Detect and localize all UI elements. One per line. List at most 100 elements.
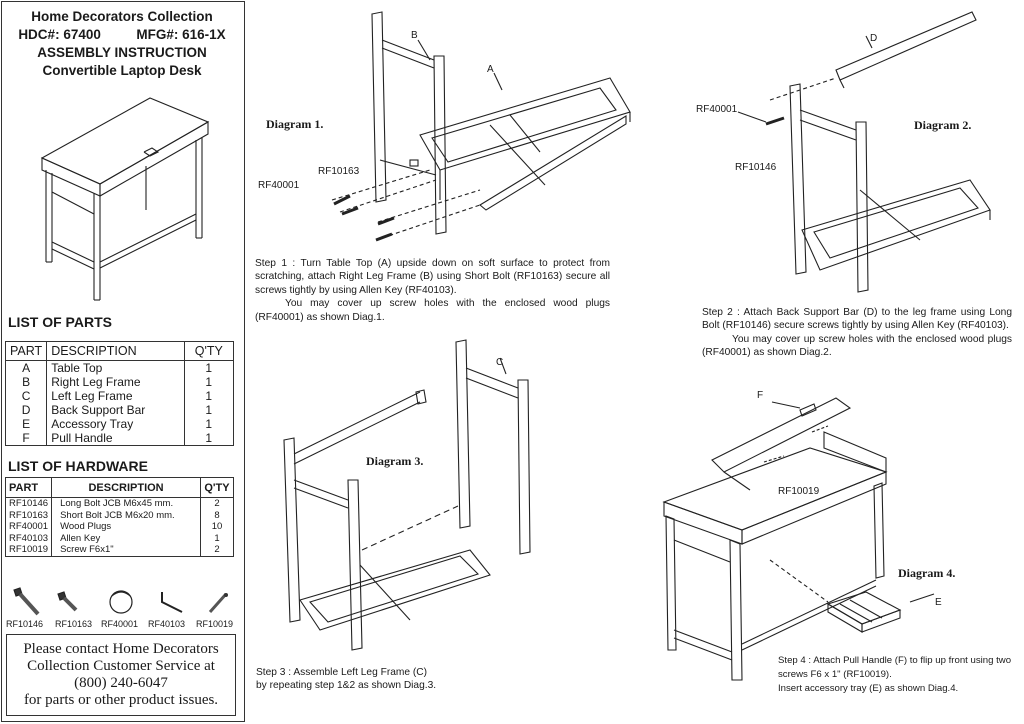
customer-service-box: Please contact Home Decorators Collectio… — [6, 634, 236, 716]
diagram-1-title: Diagram 1. — [266, 117, 324, 131]
part-desc: Accessory Tray — [51, 417, 134, 431]
step-1-text: Step 1 : Turn Table Top (A) upside down … — [255, 257, 610, 324]
part-code: A — [5, 360, 48, 375]
part-desc: Right Leg Frame — [51, 375, 141, 389]
col-description: DESCRIPTION — [51, 477, 201, 498]
hardware-table: PART DESCRIPTION Q'TY RF10146 Long Bolt J… — [5, 477, 234, 557]
model-numbers: HDC#: 67400 MFG#: 616-1X — [0, 26, 244, 44]
hw-qty: 1 — [200, 532, 234, 544]
hw-code: RF40001 — [5, 521, 53, 533]
part-desc: Table Top — [51, 361, 103, 375]
label-rf10146: RF10146 — [735, 162, 777, 173]
hardware-heading: LIST OF HARDWARE — [8, 458, 148, 474]
step-2-text: Step 2 : Attach Back Support Bar (D) to … — [702, 306, 1012, 360]
allen-key-icon — [161, 592, 183, 613]
contact-line: Please contact Home Decorators — [23, 641, 219, 657]
hw-desc: Short Bolt JCB M6x20 mm. — [60, 509, 175, 521]
mfg-number: MFG#: 616-1X — [136, 27, 226, 42]
hw-icon-label: RF40103 — [148, 619, 186, 629]
step-4-line1: Step 4 : Attach Pull Handle (F) to flip … — [778, 655, 1012, 666]
step-2-note: You may cover up screw holes with the en… — [702, 333, 1012, 359]
hw-qty: 2 — [200, 497, 234, 510]
step-4-line2: screws F6 x 1" (RF10019). — [778, 669, 892, 680]
step-2-body: Step 2 : Attach Back Support Bar (D) to … — [702, 307, 1012, 332]
part-qty: 1 — [183, 360, 234, 375]
label-f: F — [757, 390, 764, 401]
contact-line: for parts or other product issues. — [23, 692, 219, 708]
part-code: F — [5, 431, 48, 446]
part-code: C — [5, 389, 48, 403]
diagram-2-title: Diagram 2. — [914, 118, 972, 132]
hw-icon-label: RF10019 — [196, 619, 234, 629]
step-3-line1: Step 3 : Assemble Left Leg Frame (C) — [256, 667, 427, 678]
parts-panel — [1, 1, 245, 722]
part-code: B — [5, 375, 48, 389]
table-row: RF10163 Short Bolt JCB M6x20 mm. 8 — [5, 509, 234, 521]
hw-code: RF10163 — [5, 509, 53, 521]
brand-title: Home Decorators Collection — [31, 9, 213, 24]
label-rf40001: RF40001 — [258, 180, 300, 191]
label-rf40001: RF40001 — [696, 104, 738, 115]
col-part: PART — [5, 341, 48, 361]
step-4-line3: Insert accessory tray (E) as shown Diag.… — [778, 683, 959, 694]
desk-illustration — [40, 97, 210, 301]
hardware-header-row: PART DESCRIPTION Q'TY — [5, 477, 234, 498]
label-rf10019: RF10019 — [778, 486, 820, 497]
table-row: RF10146 Long Bolt JCB M6x45 mm. 2 — [5, 497, 234, 510]
contact-phone: (800) 240-6047 — [74, 675, 168, 691]
diagram-3-title: Diagram 3. — [366, 454, 424, 468]
hw-icon-label: RF40001 — [101, 619, 139, 629]
hw-icon-label: RF10146 — [6, 619, 44, 629]
part-qty: 1 — [183, 417, 234, 431]
part-code: D — [5, 403, 48, 417]
col-part: PART — [5, 477, 53, 498]
wood-plug-icon — [109, 590, 133, 614]
hw-code: RF10146 — [5, 497, 53, 510]
hdc-number: HDC#: 67400 — [18, 27, 101, 42]
label-rf10163: RF10163 — [318, 166, 360, 177]
step-4-text: Step 4 : Attach Pull Handle (F) to flip … — [778, 654, 1018, 696]
col-qty: Q'TY — [183, 341, 234, 361]
doc-title: ASSEMBLY INSTRUCTION — [37, 45, 207, 60]
diagram-2-drawing — [737, 11, 991, 293]
contact-line: Collection Customer Service at — [27, 658, 215, 674]
part-qty: 1 — [183, 389, 234, 403]
part-desc: Left Leg Frame — [51, 389, 133, 403]
label-d: D — [870, 33, 878, 44]
part-qty: 1 — [183, 403, 234, 417]
diagram-4-drawing — [662, 397, 935, 681]
hw-icon-label: RF10163 — [55, 619, 93, 629]
hw-desc: Screw F6x1" — [60, 544, 114, 555]
screw-icon — [208, 593, 228, 613]
short-bolt-icon — [57, 591, 78, 612]
step-3-text: Step 3 : Assemble Left Leg Frame (C) by … — [256, 666, 556, 693]
long-bolt-icon — [13, 587, 40, 616]
diagram-3-drawing — [283, 339, 531, 651]
label-a: A — [487, 64, 494, 75]
parts-header-row: PART DESCRIPTION Q'TY — [5, 341, 234, 361]
hw-qty: 10 — [200, 521, 234, 533]
part-qty: 1 — [183, 375, 234, 389]
hw-qty: 8 — [200, 509, 234, 521]
step-3-line2: by repeating step 1&2 as shown Diag.3. — [256, 680, 437, 692]
label-e: E — [935, 597, 942, 608]
hw-desc: Allen Key — [60, 532, 101, 544]
col-description: DESCRIPTION — [46, 341, 185, 361]
part-desc: Back Support Bar — [51, 403, 146, 417]
hw-desc: Long Bolt JCB M6x45 mm. — [60, 498, 174, 509]
step-1-note: You may cover up screw holes with the en… — [255, 298, 610, 323]
hw-qty: 2 — [200, 544, 234, 556]
col-qty: Q'TY — [200, 477, 234, 498]
diagram-1-drawing — [331, 11, 631, 242]
step-1-body: Step 1 : Turn Table Top (A) upside down … — [255, 258, 610, 296]
